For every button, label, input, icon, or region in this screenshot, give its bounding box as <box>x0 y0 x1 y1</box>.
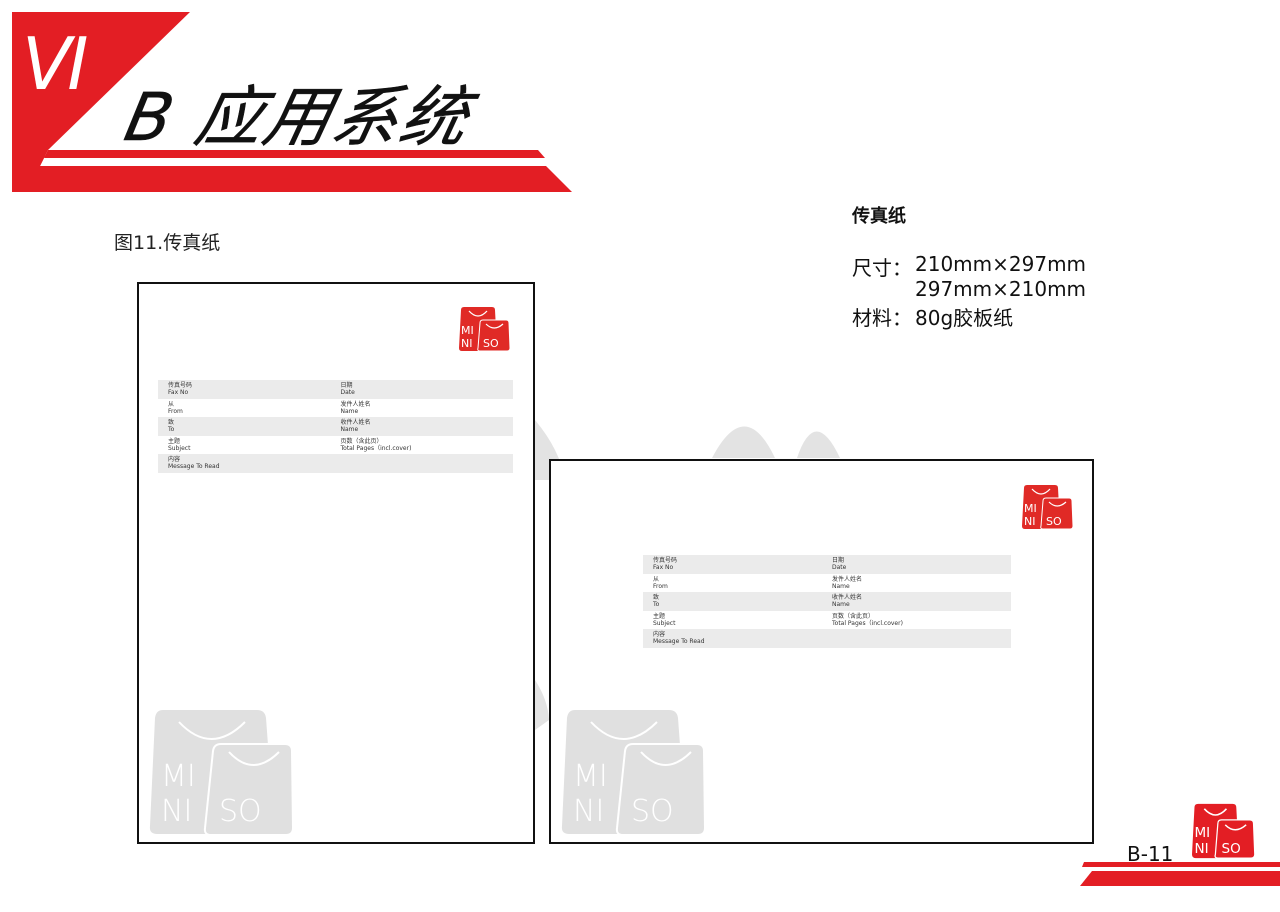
field-label-cn: 内容 <box>168 456 181 464</box>
field-label-cn: 传真号码 <box>653 557 678 565</box>
svg-text:SO: SO <box>1046 515 1062 528</box>
footer-red-bars <box>1080 862 1280 886</box>
size-value-landscape: 297mm×210mm <box>915 277 1087 301</box>
miniso-logo-icon: MI NI SO <box>1022 485 1074 530</box>
svg-text:MI: MI <box>461 324 474 337</box>
svg-text:SO: SO <box>631 794 674 829</box>
header-banner <box>0 0 600 200</box>
field-label-en: To <box>653 601 660 609</box>
field-label-cn: 发件人姓名 <box>832 575 863 583</box>
field-label-cn: 发件人姓名 <box>340 400 371 408</box>
page-title: B 应用系统 <box>118 79 478 157</box>
svg-text:NI: NI <box>161 794 192 829</box>
size-value-portrait: 210mm×297mm <box>915 252 1087 276</box>
field-label-en: Message To Read <box>653 638 705 646</box>
svg-text:MI: MI <box>573 759 608 794</box>
field-label-en: Message To Read <box>168 463 220 471</box>
field-label-en: Name <box>340 426 359 434</box>
field-label-cn: 从 <box>653 575 660 583</box>
svg-text:NI: NI <box>573 794 604 829</box>
svg-text:NI: NI <box>461 337 472 350</box>
svg-text:SO: SO <box>1222 841 1241 857</box>
field-label-en: Date <box>832 564 847 572</box>
field-label-cn: 收件人姓名 <box>340 419 371 427</box>
field-label-en: From <box>653 582 668 590</box>
vi-badge: VI <box>22 22 88 106</box>
field-label-en: Subject <box>168 444 191 452</box>
field-label-en: To <box>168 426 175 434</box>
material-label: 材料： <box>852 306 912 330</box>
field-label-en: From <box>168 407 183 415</box>
field-label-cn: 页数（含此页） <box>832 612 875 620</box>
field-label-en: Name <box>832 582 850 590</box>
field-label-cn: 致 <box>653 594 660 602</box>
logo-watermark-icon: MI NI SO <box>149 710 294 836</box>
svg-text:SO: SO <box>483 337 499 350</box>
field-label-en: Total Pages（incl.cover) <box>832 619 903 627</box>
field-label-cn: 收件人姓名 <box>832 594 863 602</box>
logo-watermark-icon: MI NI SO <box>561 710 706 836</box>
field-label-en: Fax No <box>168 389 189 397</box>
footer-miniso-logo-icon: MI NI SO <box>1192 803 1256 859</box>
field-label-cn: 传真号码 <box>168 382 193 390</box>
field-label-cn: 致 <box>168 419 175 427</box>
field-label-cn: 页数（含此页） <box>340 437 383 445</box>
field-label-en: Total Pages（incl.cover) <box>340 444 412 452</box>
header-red-bars <box>12 12 572 192</box>
svg-text:MI: MI <box>1194 825 1210 841</box>
field-label-cn: 日期 <box>832 557 845 565</box>
svg-text:NI: NI <box>1024 515 1035 528</box>
svg-text:SO: SO <box>219 794 262 829</box>
field-label-en: Date <box>340 389 355 397</box>
spec-title: 传真纸 <box>852 206 906 227</box>
svg-text:MI: MI <box>1024 502 1037 515</box>
field-label-cn: 主题 <box>653 612 666 620</box>
field-label-en: Name <box>832 601 850 609</box>
field-label-en: Fax No <box>653 564 674 572</box>
field-label-cn: 日期 <box>340 382 353 390</box>
miniso-logo-icon: MI NI SO <box>459 307 511 352</box>
field-label-cn: 从 <box>168 400 175 408</box>
svg-text:MI: MI <box>161 759 196 794</box>
figure-caption: 图11.传真纸 <box>114 232 221 254</box>
field-label-en: Name <box>340 407 359 415</box>
svg-text:NI: NI <box>1194 841 1208 857</box>
size-label: 尺寸： <box>852 256 912 280</box>
field-label-cn: 主题 <box>168 437 181 445</box>
field-label-en: Subject <box>653 619 676 627</box>
material-value: 80g胶板纸 <box>915 306 1014 330</box>
field-label-cn: 内容 <box>653 631 666 639</box>
